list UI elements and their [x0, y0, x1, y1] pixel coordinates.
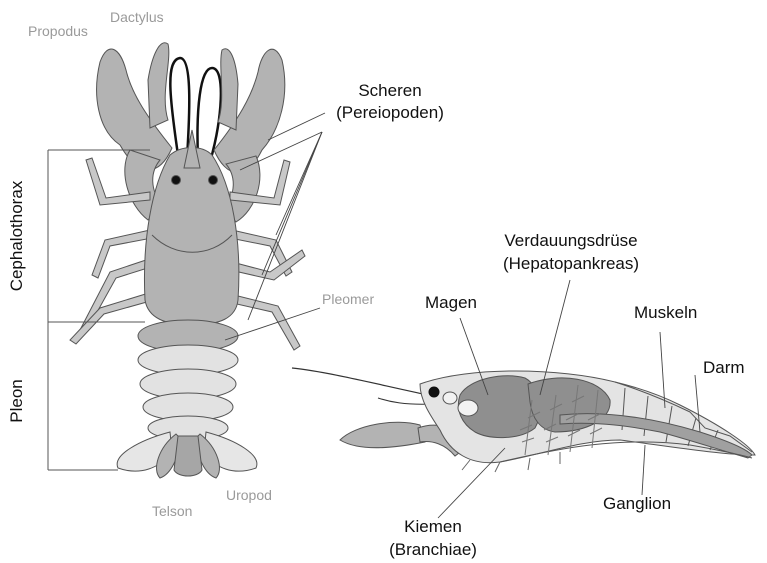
label-telson: Telson [152, 503, 192, 519]
label-verdauungsdruese: Verdauungsdrüse [474, 231, 668, 251]
telson-shape [174, 436, 202, 476]
lateral-eye [429, 387, 439, 397]
label-darm: Darm [703, 358, 745, 378]
dorsal-view-crayfish [70, 43, 305, 478]
label-kiemen: Kiemen [384, 517, 482, 537]
left-claw-dactylus [148, 43, 169, 128]
label-magen: Magen [425, 293, 477, 313]
label-hepatopankreas: (Hepatopankreas) [468, 254, 674, 274]
label-propodus: Propodus [28, 23, 88, 39]
label-muskeln: Muskeln [634, 303, 697, 323]
label-pleon: Pleon [7, 371, 27, 431]
lateral-section-crayfish [292, 368, 755, 472]
lateral-head-organ-2 [458, 400, 478, 416]
lateral-antenna [292, 368, 428, 395]
antenna-left [170, 58, 189, 158]
label-cephalothorax: Cephalothorax [7, 166, 27, 306]
label-scheren: Scheren [324, 81, 456, 101]
label-ganglion: Ganglion [603, 494, 671, 514]
eye-right [209, 176, 218, 185]
label-branchiae: (Branchiae) [376, 540, 490, 560]
label-pereiopoden: (Pereiopoden) [316, 103, 464, 123]
label-pleomer: Pleomer [322, 291, 374, 307]
leg-right-3 [230, 250, 305, 280]
cephalothorax-body [144, 148, 238, 326]
label-uropod: Uropod [226, 487, 272, 503]
label-dactylus: Dactylus [110, 9, 164, 25]
lateral-head-organ [443, 392, 457, 404]
leg-right-4 [228, 294, 300, 350]
eye-left [172, 176, 181, 185]
lateral-claw [340, 422, 425, 447]
